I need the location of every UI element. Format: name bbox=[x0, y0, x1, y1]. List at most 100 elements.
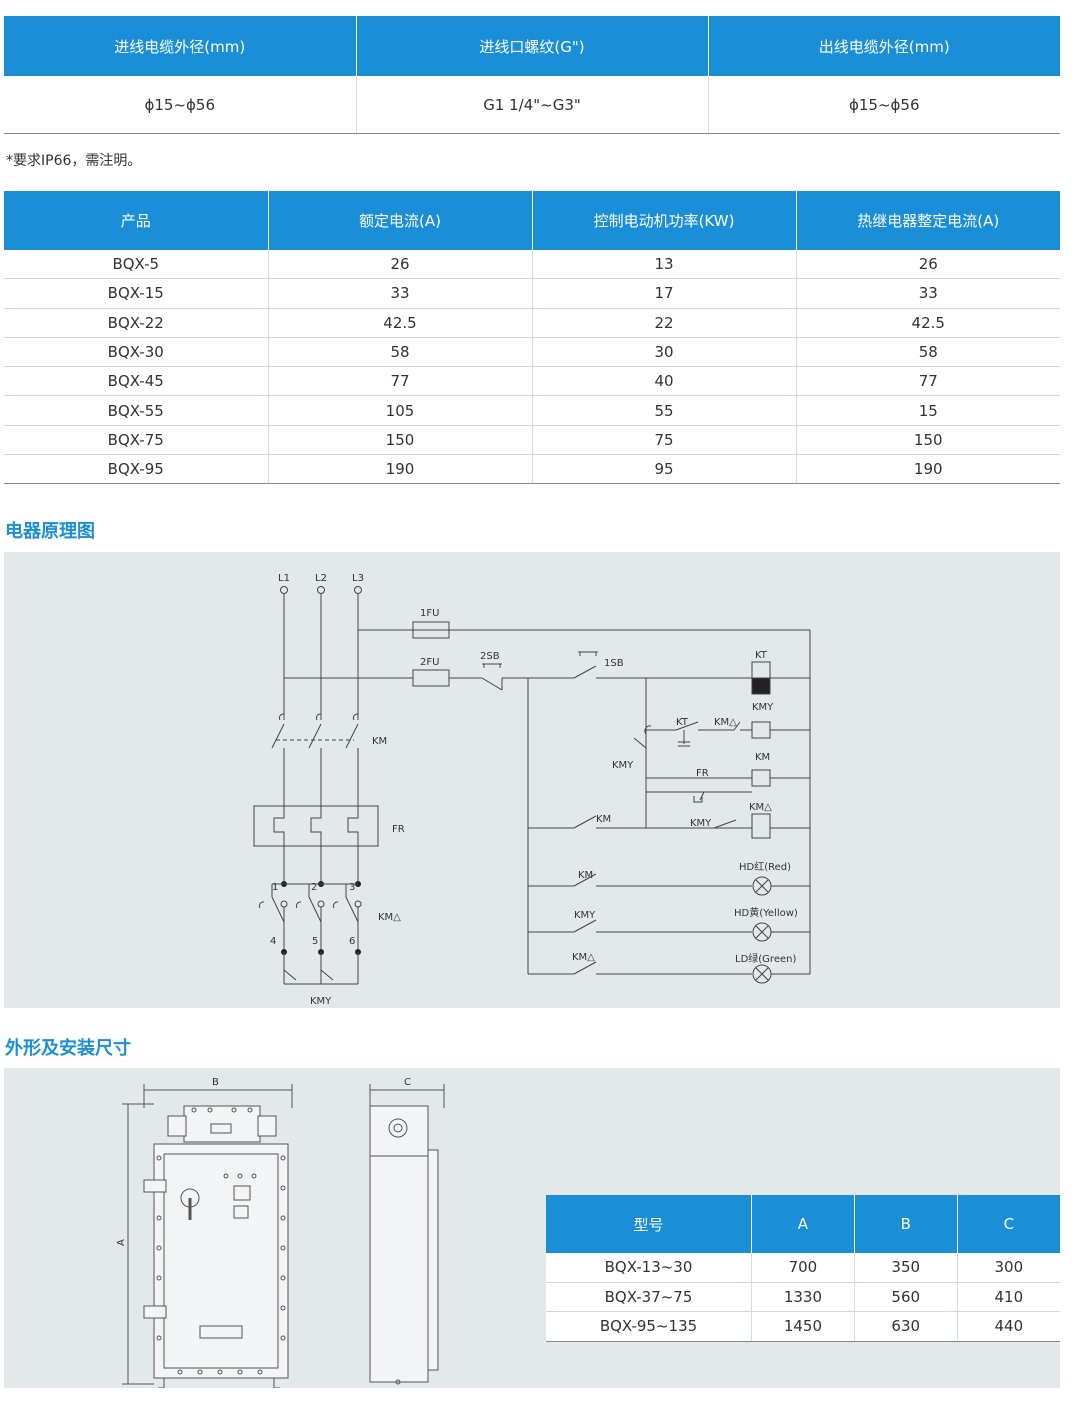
cable-spec-table: 进线电缆外径(mm) 进线口螺纹(G") 出线电缆外径(mm) ϕ15~ϕ56 … bbox=[4, 16, 1060, 134]
header-cell: 型号 bbox=[546, 1195, 752, 1253]
node-1: 1 bbox=[272, 882, 278, 893]
node-3: 3 bbox=[349, 882, 355, 893]
header-cell: 热继电器整定电流(A) bbox=[796, 191, 1060, 250]
label-km-coil: KM bbox=[755, 752, 770, 763]
header-cell: 产品 bbox=[4, 191, 269, 250]
circuit-diagram: L1 L2 L3 KM FR 1 2 3 bbox=[253, 573, 811, 1007]
coil-kt bbox=[751, 677, 771, 695]
label-lamp-kmd: KM△ bbox=[572, 952, 595, 963]
header-cell: B bbox=[854, 1195, 958, 1253]
table-cell: 77 bbox=[796, 366, 1060, 397]
table-cell: 33 bbox=[268, 278, 533, 309]
label-ld-green: LD绿(Green) bbox=[735, 952, 796, 965]
table-cell: 105 bbox=[268, 395, 533, 426]
fuse-1fu bbox=[412, 621, 450, 639]
table-cell: 1330 bbox=[751, 1282, 855, 1312]
coil-kmy bbox=[751, 721, 771, 739]
enclosure-drawing: B A C bbox=[116, 1077, 445, 1389]
table-cell: 630 bbox=[854, 1311, 958, 1342]
product-spec-table: 产品 额定电流(A) 控制电动机功率(KW) 热继电器整定电流(A) BQX-5… bbox=[4, 191, 1060, 485]
table-header-row: 型号 A B C bbox=[546, 1195, 1060, 1253]
table-header-row: 进线电缆外径(mm) 进线口螺纹(G") 出线电缆外径(mm) bbox=[4, 16, 1060, 76]
table-cell: 13 bbox=[532, 250, 797, 280]
label-hd-red: HD红(Red) bbox=[739, 860, 791, 873]
label-km-delta-coil: KM△ bbox=[749, 802, 772, 813]
dim-label-a: A bbox=[116, 1239, 127, 1246]
table-cell: BQX-37~75 bbox=[546, 1282, 752, 1312]
terminal-l1 bbox=[280, 586, 288, 594]
table-cell: 95 bbox=[532, 454, 797, 485]
table-cell: 26 bbox=[796, 250, 1060, 280]
terminal-l2 bbox=[317, 586, 325, 594]
table-cell: 350 bbox=[854, 1253, 958, 1283]
label-km-delta-main: KM△ bbox=[378, 912, 401, 923]
table-cell: 30 bbox=[532, 337, 797, 368]
label-kt-coil: KT bbox=[755, 650, 768, 661]
table-header-row: 产品 额定电流(A) 控制电动机功率(KW) 热继电器整定电流(A) bbox=[4, 191, 1060, 250]
table-cell: 15 bbox=[796, 395, 1060, 426]
label-kmy-self: KMY bbox=[690, 818, 712, 829]
header-cell: 额定电流(A) bbox=[268, 191, 533, 250]
dim-label-b: B bbox=[212, 1077, 219, 1088]
header-cell: 进线口螺纹(G") bbox=[356, 16, 709, 76]
table-cell: 55 bbox=[532, 395, 797, 426]
table-cell: 42.5 bbox=[796, 308, 1060, 338]
node-5: 5 bbox=[312, 936, 318, 947]
table-cell: 190 bbox=[796, 454, 1060, 485]
table-cell: BQX-13~30 bbox=[546, 1253, 752, 1283]
label-km-self: KM bbox=[596, 814, 611, 825]
label-l3: L3 bbox=[352, 573, 364, 584]
label-1fu: 1FU bbox=[420, 608, 439, 619]
coil-km-delta bbox=[751, 813, 771, 839]
table-cell: BQX-95 bbox=[4, 454, 269, 485]
label-fr-main: FR bbox=[392, 824, 405, 835]
label-kmy-main: KMY bbox=[310, 996, 332, 1007]
table-cell: BQX-15 bbox=[4, 278, 269, 309]
label-2fu: 2FU bbox=[420, 657, 439, 668]
table-cell: 42.5 bbox=[268, 308, 533, 338]
table-cell: 40 bbox=[532, 366, 797, 397]
table-cell: 150 bbox=[796, 425, 1060, 456]
node-2: 2 bbox=[311, 882, 317, 893]
table-cell: BQX-95~135 bbox=[546, 1311, 752, 1342]
dim-label-c: C bbox=[404, 1077, 411, 1088]
table-cell: 560 bbox=[854, 1282, 958, 1312]
section-title-circuit: 电器原理图 bbox=[5, 521, 95, 542]
ip66-note: *要求IP66，需注明。 bbox=[6, 153, 142, 169]
label-l1: L1 bbox=[278, 573, 290, 584]
header-cell: 进线电缆外径(mm) bbox=[4, 16, 357, 76]
table-cell: 410 bbox=[957, 1282, 1060, 1312]
label-kmy-contact: KMY bbox=[612, 760, 634, 771]
header-cell: C bbox=[957, 1195, 1060, 1253]
table-cell: BQX-5 bbox=[4, 250, 269, 280]
table-cell: 700 bbox=[751, 1253, 855, 1283]
header-cell: 出线电缆外径(mm) bbox=[708, 16, 1060, 76]
label-kmy-coil: KMY bbox=[752, 702, 774, 713]
table-cell: BQX-45 bbox=[4, 366, 269, 397]
node-4: 4 bbox=[270, 936, 276, 947]
header-cell: A bbox=[751, 1195, 855, 1253]
label-fr-contact: FR bbox=[696, 768, 709, 779]
terminal-l3 bbox=[354, 586, 362, 594]
label-lamp-kmy: KMY bbox=[574, 910, 596, 921]
label-2sb: 2SB bbox=[480, 651, 500, 662]
table-cell: BQX-75 bbox=[4, 425, 269, 456]
table-cell: 22 bbox=[532, 308, 797, 338]
table-cell: 75 bbox=[532, 425, 797, 456]
label-kt-contact: KT bbox=[676, 717, 689, 728]
table-cell: 440 bbox=[957, 1311, 1060, 1342]
table-cell: 77 bbox=[268, 366, 533, 397]
table-cell: BQX-22 bbox=[4, 308, 269, 338]
header-cell: 控制电动机功率(KW) bbox=[532, 191, 797, 250]
table-cell: 58 bbox=[268, 337, 533, 368]
